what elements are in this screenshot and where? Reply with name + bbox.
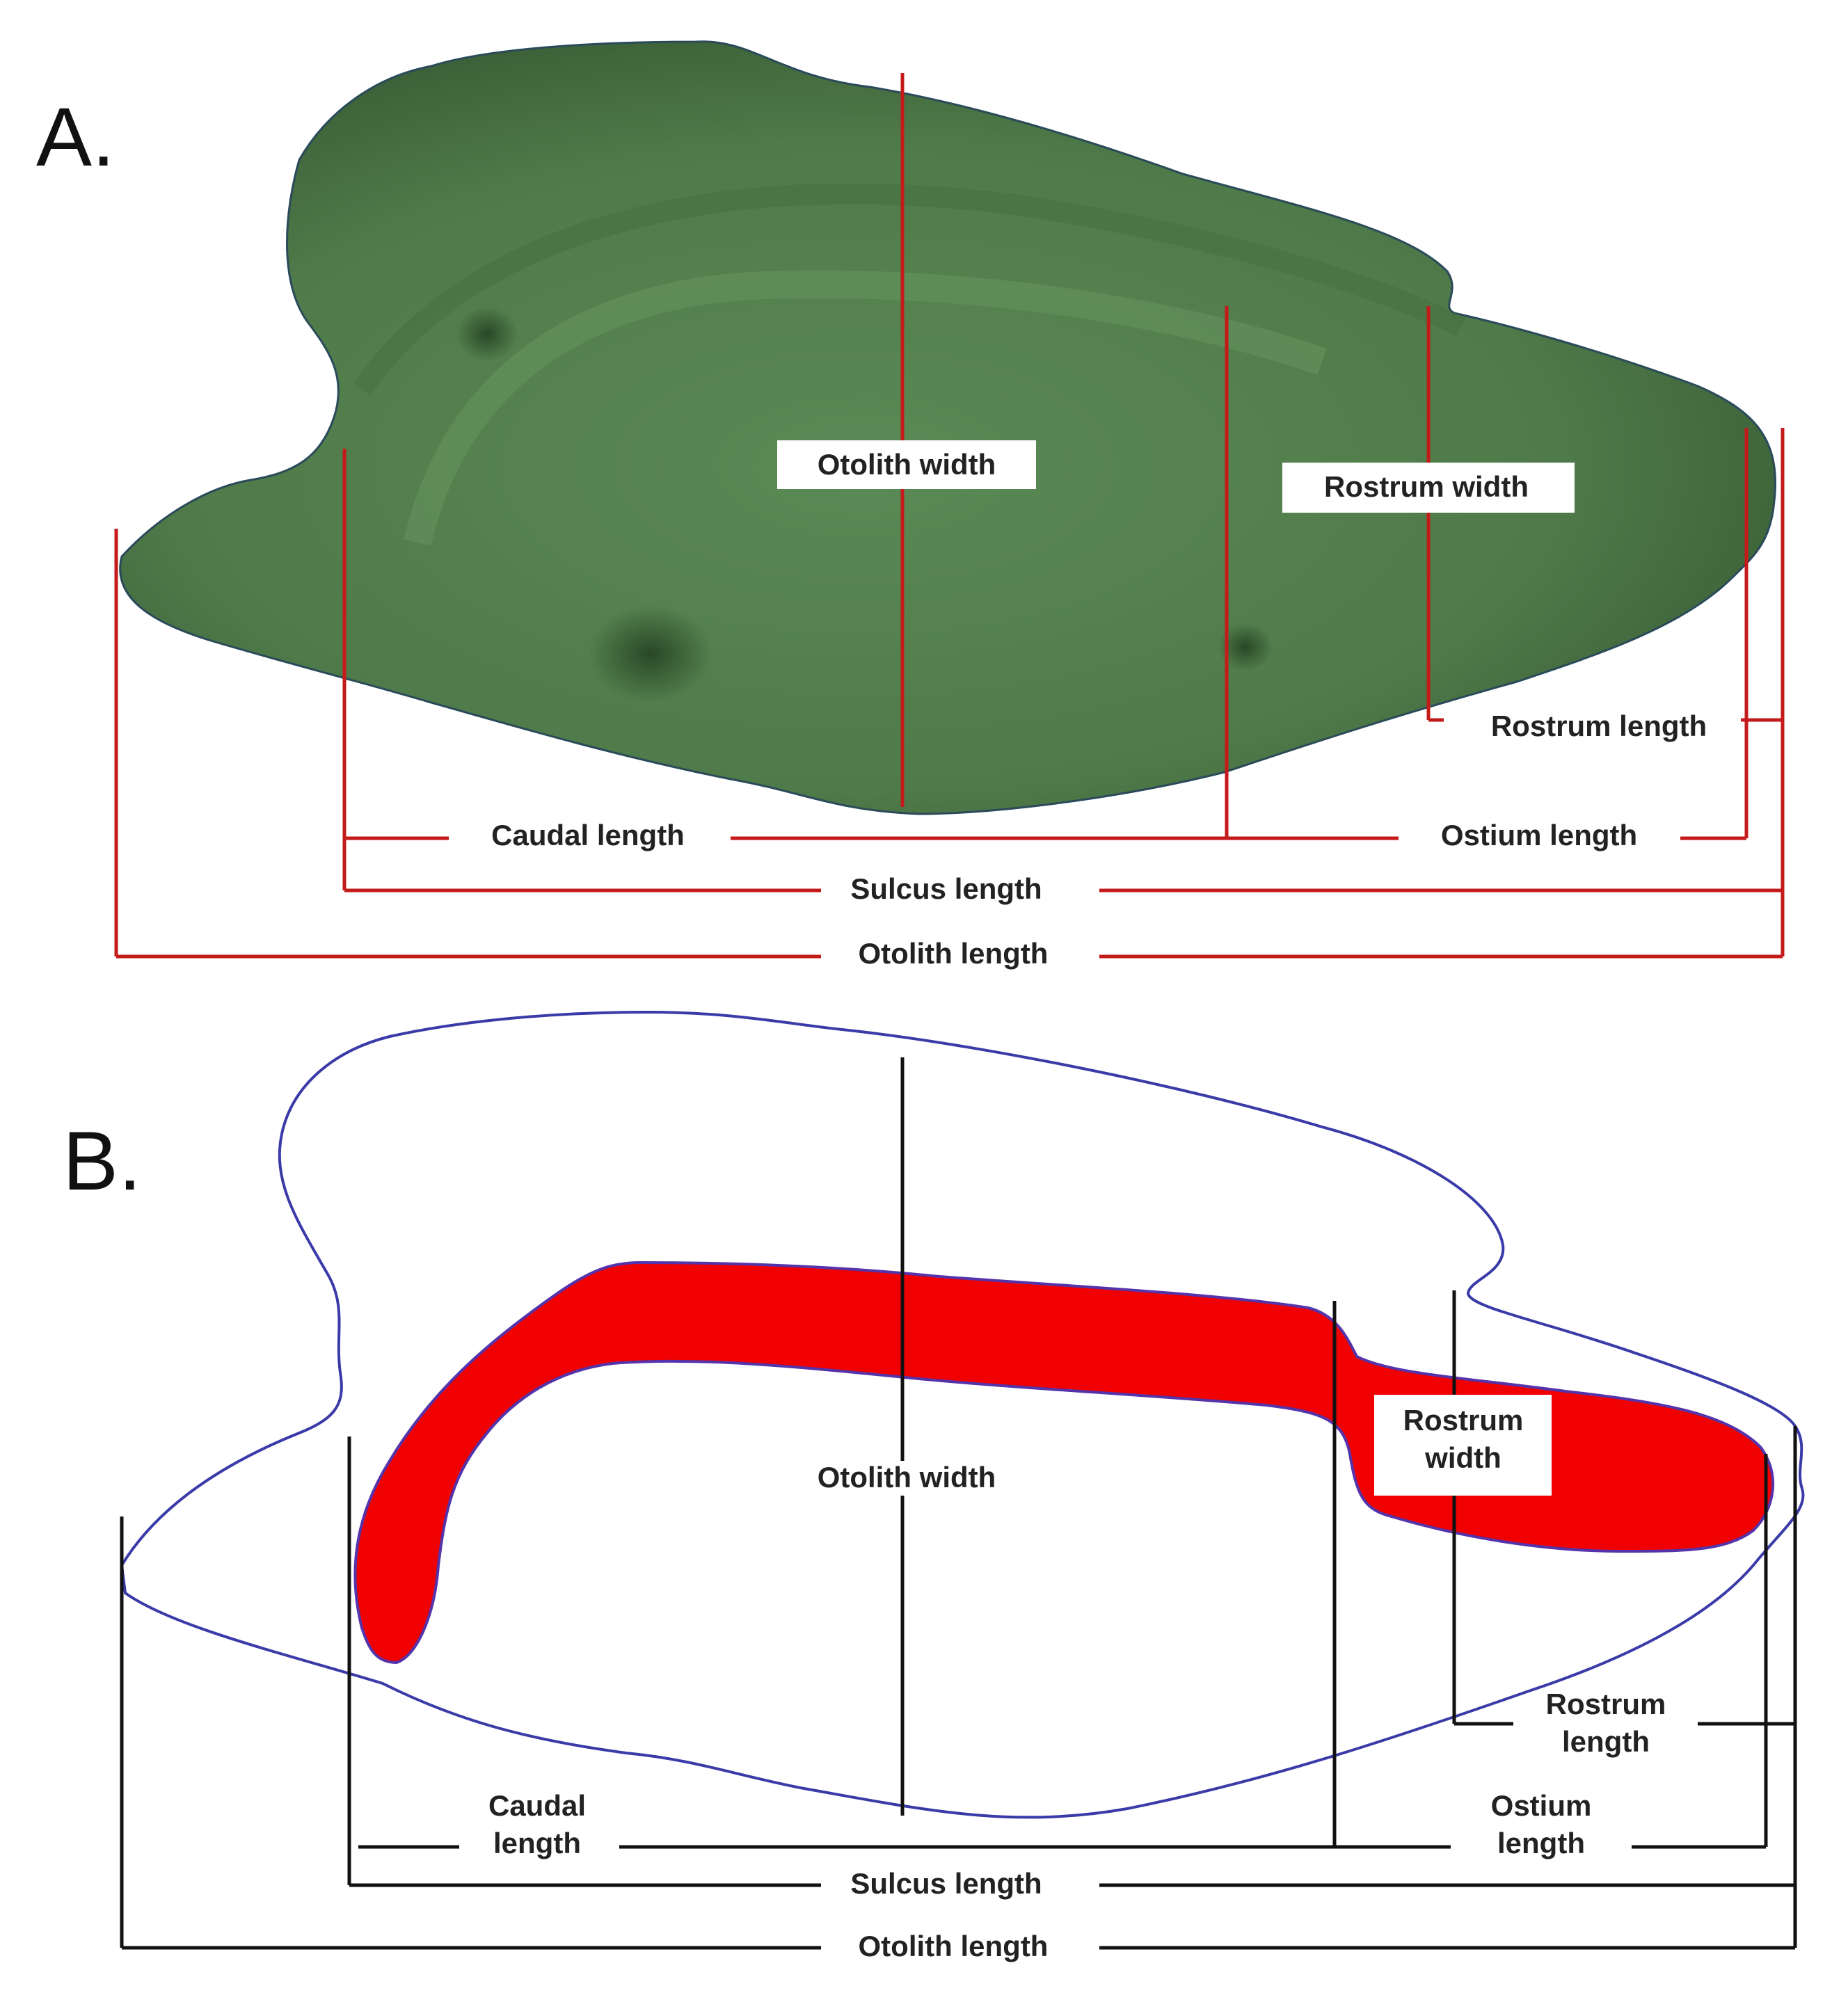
otolith-dark-spot bbox=[1218, 623, 1273, 671]
panel-b-letter: B. bbox=[63, 1114, 141, 1208]
otolith-width-label: Otolith width bbox=[818, 448, 996, 481]
otolith-outline bbox=[120, 1010, 1805, 1819]
panel-b: B. bbox=[63, 1010, 1805, 1962]
sulcus-length-label: Sulcus length bbox=[850, 872, 1042, 905]
ostium-length-label-line1: Ostium bbox=[1491, 1789, 1592, 1822]
otolith-dark-spot bbox=[588, 605, 713, 703]
panel-a-letter: A. bbox=[36, 90, 115, 184]
sulcus-length-label: Sulcus length bbox=[850, 1867, 1042, 1900]
panel-a-measurement-lines bbox=[114, 73, 1785, 959]
otolith-length-label: Otolith length bbox=[859, 937, 1049, 970]
otolith-width-label: Otolith width bbox=[818, 1461, 996, 1494]
panel-b-measurement-lines bbox=[120, 1057, 1797, 1950]
otolith-length-label: Otolith length bbox=[859, 1930, 1049, 1962]
caudal-length-label-line2: length bbox=[493, 1827, 581, 1859]
otolith-photo bbox=[119, 40, 1776, 815]
otolith-width-label-box bbox=[777, 440, 1036, 489]
caudal-length-label: Caudal length bbox=[491, 819, 685, 851]
rostrum-width-label-box bbox=[1374, 1395, 1552, 1496]
otolith-dark-spot bbox=[456, 306, 518, 362]
rostrum-length-label-line1: Rostrum bbox=[1546, 1688, 1666, 1720]
rostrum-width-label-box bbox=[1282, 463, 1575, 513]
rostrum-length-label-line2: length bbox=[1562, 1725, 1650, 1758]
caudal-length-label-line1: Caudal bbox=[488, 1789, 586, 1822]
otolith-photo-body bbox=[119, 40, 1776, 815]
rostrum-width-label: Rostrum width bbox=[1324, 470, 1529, 503]
ostium-length-label: Ostium length bbox=[1441, 819, 1637, 851]
sulcus-shape bbox=[353, 1260, 1775, 1665]
ostium-length-label-line2: length bbox=[1497, 1827, 1585, 1859]
otolith-growth-band bbox=[404, 270, 1327, 546]
panel-a: A. bbox=[36, 40, 1785, 970]
rostrum-width-label-line1: Rostrum bbox=[1403, 1404, 1524, 1436]
rostrum-width-label-line2: width bbox=[1424, 1441, 1502, 1474]
rostrum-length-label: Rostrum length bbox=[1491, 710, 1707, 742]
otolith-growth-band bbox=[353, 183, 1466, 396]
